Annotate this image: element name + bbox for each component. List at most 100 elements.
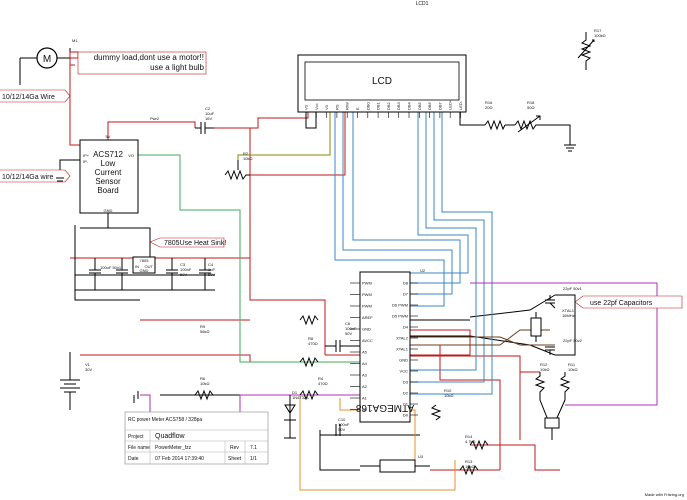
c10-val: 100nF [338,422,350,427]
c100-label: 100uF 50v1 [100,265,122,270]
wire-purple-right [470,282,658,406]
r9-ref: R9 [200,324,206,329]
wire-xtal [469,294,556,356]
mcu-left-pin-label: GND [362,327,371,332]
lcd-pin-label: V0 [324,104,329,110]
title-file-value: PowerMeter_fzz [155,445,192,451]
r14-ref: R14 [465,434,473,439]
c6-val: 100nF [345,326,357,331]
r11-val: 10kΩ [568,367,577,372]
c6-symbol [335,340,341,352]
wire-label-top-flag [0,89,71,103]
lcd-pin-label: DB0 [365,101,370,110]
mcu-ref: U2 [420,268,426,273]
mcu-right-pin-label: D2 [403,391,409,396]
v1-battery [60,379,80,410]
wire-label-top: 10/12/14Ga Wire [0,89,71,103]
note-dummy-flag [69,51,79,59]
mcu-right-pin-label: D1 [403,402,409,407]
r10-ref: R10 [444,388,452,393]
r14-symbol [469,439,489,451]
c2-val: 10uF [205,111,215,116]
ground-lcd [564,144,576,152]
lcd-pin-label: DB5 [417,101,422,110]
r17-ref: R17 [594,28,602,33]
wire-r14 [470,444,560,471]
note-caps: use 22pf Capacitors [574,295,683,309]
mcu-right-pin-label: D8 [403,281,409,286]
sensor-title-2: Current [95,168,122,177]
title-date-label: Date [128,456,139,462]
lcd-pin-label: R/W [345,102,350,110]
r4-ref: R4 [318,376,324,381]
wire-label-bottom-text: 10/12/14Ga wire [2,174,53,181]
r2-pot [224,160,250,181]
r11-ref: R11 [568,362,576,367]
xtal-body [530,317,542,337]
title-project-value: Quadflow [155,433,186,440]
pwr2-label: Pwr2 [150,116,160,121]
lcd-pin-label: V0 [304,104,309,110]
c22a-label: 22pF 50v1 [563,286,583,291]
r16-val: 20Ω [485,105,492,110]
c4-v: 50V [208,272,215,277]
title-block-grid [125,429,268,464]
note-dummy-box [77,51,207,75]
title-rev-value: 7.1 [250,445,257,451]
lcd-pin-label: DB1 [376,101,381,110]
c2-v: 16V [205,116,212,121]
r17-symbol [577,32,595,70]
wire-5v-main [249,128,326,355]
mcu-right-pin-label: XTAL1 [396,347,409,352]
note-dummy-load-text: dummy load,dont use a motor!! [94,53,204,62]
r2-symbol [224,169,250,181]
r2-val: 10kΩ [243,156,252,161]
lcd-pin-label: DB3 [396,101,401,110]
crystal-section [530,295,556,355]
r2-ref: R2 [243,151,249,156]
wire-brown-b [410,336,555,346]
c10-symbol [335,424,341,436]
mcu-right-pin-label: D6 PWM [392,303,408,308]
title-sheet-label: Sheet [228,456,242,462]
wire-r2-lcd [250,112,346,176]
wire-c10 [319,430,360,471]
cap-rail-2 [116,258,128,290]
mcu-left-pin-label: A5 [362,350,368,355]
mcu-left-pin-label: PWM [362,304,372,309]
r13-symbol [459,464,479,476]
c10-ref: C10 [338,417,346,422]
r4-symbol [299,389,319,401]
sensor-pin-vo: VO [128,153,134,158]
c3-v: 50V [180,272,187,277]
wire-gnd-rail [74,225,140,301]
title-date-value: 07 Feb 2014 17:39:40 [155,456,204,462]
r9-val: 56kΩ [200,329,209,334]
mcu-right-pin-label: D5 PWM [392,314,408,319]
mcu-right-pin-label: XTAL2 [396,336,409,341]
mcu-left-pin-label: PWM [362,292,372,297]
sensor-pin-5v: 5V [106,134,111,139]
r13-ref: R13 [465,459,473,464]
wire-r18-gnd [545,124,571,145]
ground-symbol-lcd [564,144,576,152]
switch-body [544,417,560,429]
lcd-pin-label: E [355,107,360,110]
c3-val: 100nF [180,267,192,272]
r12-symbol [534,372,549,421]
r4-val: 470Ω [318,381,328,386]
note-caps-flag [574,295,683,309]
wire-caps [555,294,576,356]
mcu-right-pin-label: D4 [403,325,409,330]
r18-ref: R18 [527,100,535,105]
c22b-symbol [545,346,555,355]
cap-rail-4 [199,258,211,290]
mcu-left-pin-label: AVCC [362,338,373,343]
r10-val: 10kΩ [444,393,453,398]
r18-pot [514,115,545,133]
lcd-pin-label: DB6 [427,101,432,110]
lcd-pin-label: DB7 [437,101,442,110]
mcu-body [359,271,411,423]
